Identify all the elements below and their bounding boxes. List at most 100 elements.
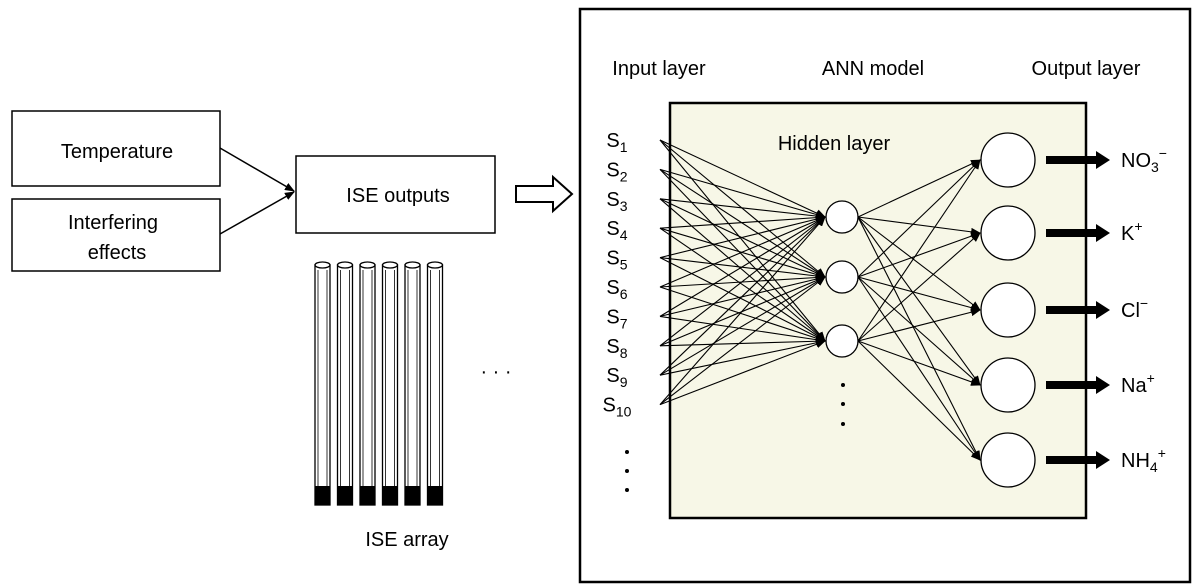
input-ellipsis [625, 450, 629, 492]
input-hidden-connection [659, 139, 826, 342]
interfering-arrow [219, 191, 295, 235]
output-arrow-icon [1046, 151, 1110, 169]
ise-electrode-cap [336, 261, 354, 269]
input-layer-title: Input layer [612, 58, 706, 80]
hidden-output-connection [857, 276, 981, 386]
hidden-node [825, 324, 859, 358]
interfering-box [11, 198, 221, 272]
temperature-label: Temperature [61, 141, 173, 163]
input-hidden-connection [659, 139, 826, 278]
input-hidden-connection [659, 276, 826, 406]
hidden-node [825, 260, 859, 294]
input-label: S4 [606, 218, 627, 243]
ise-outputs-label: ISE outputs [346, 185, 449, 207]
input-label: S7 [606, 306, 627, 331]
input-hidden-connection [659, 257, 826, 342]
output-label: NH4+ [1121, 445, 1166, 475]
input-label: S2 [606, 159, 627, 184]
input-hidden-connection [659, 169, 826, 342]
output-node [980, 357, 1036, 413]
input-hidden-connection [659, 227, 826, 279]
input-hidden-connection [659, 216, 826, 317]
hidden-output-connection [857, 216, 981, 311]
ise-array-ellipsis: · · · [480, 361, 511, 383]
hidden-layer-label: Hidden layer [778, 133, 891, 155]
output-arrow-icon [1046, 451, 1110, 469]
output-label: K+ [1121, 218, 1143, 245]
output-label: Cl− [1121, 295, 1148, 322]
input-hidden-connection [659, 198, 826, 220]
temperature-box [11, 110, 221, 187]
hidden-output-connection [857, 276, 981, 461]
hidden-node [825, 200, 859, 234]
input-hidden-connection [659, 139, 826, 218]
input-hidden-connection [659, 216, 826, 288]
hidden-output-connection [857, 276, 981, 312]
input-hidden-connection [659, 216, 826, 376]
input-label: S6 [606, 277, 627, 302]
input-hidden-connection [659, 338, 826, 376]
input-label: S5 [606, 248, 627, 273]
input-hidden-connection [659, 198, 826, 342]
ise-array [314, 261, 444, 506]
hidden-ellipsis [841, 383, 845, 426]
hidden-output-connection [857, 232, 981, 278]
hidden-output-connection [857, 216, 981, 386]
input-hidden-connection [659, 276, 826, 376]
ise-array-label: ISE array [365, 529, 448, 551]
input-label: S8 [606, 336, 627, 361]
hidden-output-connection [857, 340, 981, 386]
output-label: NO3− [1121, 145, 1167, 175]
input-hidden-connection [659, 168, 826, 278]
hidden-output-connection [857, 340, 981, 461]
input-hidden-connection [659, 215, 826, 259]
input-hidden-connection [659, 315, 826, 344]
hidden-output-connection [857, 216, 981, 236]
input-hidden-connection [659, 227, 826, 342]
ann-model-title: ANN model [822, 58, 924, 80]
ise-electrode-membrane [315, 486, 330, 505]
ise-electrode-membrane [427, 486, 443, 505]
output-arrow-icon [1046, 376, 1110, 394]
temperature-arrow [219, 147, 295, 192]
input-hidden-connection [659, 337, 826, 347]
ise-electrode-cap [314, 261, 331, 269]
hidden-output-connection [857, 159, 981, 278]
hidden-output-connection [857, 159, 981, 342]
input-label: S10 [603, 395, 632, 420]
hidden-output-connection [857, 232, 981, 342]
output-label: Na+ [1121, 370, 1155, 397]
network-connections [659, 132, 1110, 488]
ise-electrode [314, 264, 331, 506]
input-label: S9 [606, 365, 627, 390]
ise-electrode [336, 264, 354, 506]
input-hidden-connection [659, 198, 826, 278]
ise-electrode [404, 264, 421, 506]
input-label: S3 [606, 189, 627, 214]
output-node [980, 432, 1036, 488]
input-label: S1 [606, 130, 627, 155]
output-node [980, 132, 1036, 188]
ise-electrode-cap [381, 261, 399, 269]
ise-electrode [359, 264, 376, 506]
ise-outputs-box [295, 155, 496, 234]
input-hidden-connection [659, 216, 826, 405]
interfering-label-line2: effects [88, 242, 147, 264]
input-hidden-connection [659, 286, 826, 343]
ise-electrode-cap [404, 261, 421, 269]
input-hidden-connection [659, 213, 826, 229]
input-hidden-connection [659, 340, 826, 406]
hidden-output-connection [857, 159, 981, 218]
hollow-arrow-icon [515, 174, 574, 214]
ise-electrode-membrane [382, 486, 398, 505]
ise-electrode-cap [426, 261, 444, 269]
output-node [980, 205, 1036, 261]
ise-electrode [381, 264, 399, 506]
input-hidden-connection [659, 168, 826, 219]
ise-electrode [426, 264, 444, 506]
interfering-label-line1: Interfering [68, 212, 158, 234]
output-arrow-icon [1046, 224, 1110, 242]
ise-electrode-membrane [360, 486, 375, 505]
